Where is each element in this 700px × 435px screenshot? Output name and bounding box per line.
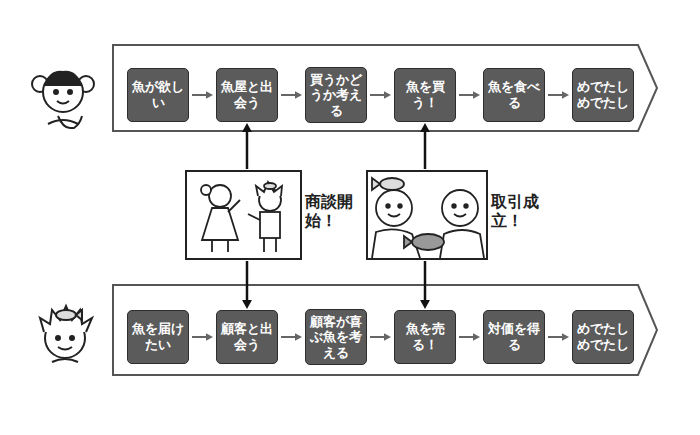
- step-label: 魚を売る！: [399, 321, 451, 352]
- flow-band: [113, 45, 657, 131]
- stage-caption: 取引成立！: [491, 192, 541, 230]
- stage-caption: 商談開始！: [305, 192, 355, 230]
- boy-icon: [40, 306, 92, 362]
- flow-arrow: [192, 333, 213, 341]
- flow-band: [113, 285, 657, 375]
- process-box: 対価を得る: [483, 310, 545, 364]
- flow-arrow: [192, 91, 213, 99]
- deal-illustration: [372, 178, 484, 258]
- flow-arrow: [281, 333, 302, 341]
- process-box: 顧客が喜ぶ魚を考える: [305, 309, 367, 366]
- step-label: 顧客と出会う: [221, 321, 273, 352]
- flow-arrow: [459, 333, 480, 341]
- step-label: 対価を得る: [488, 321, 540, 352]
- process-box: 魚が欲しい: [127, 68, 189, 122]
- flow-arrow: [459, 91, 480, 99]
- flow-arrow: [420, 123, 430, 169]
- flow-arrow: [242, 123, 252, 169]
- process-box: 魚を食べる: [483, 68, 545, 122]
- step-label: めでたしめでたし: [577, 321, 629, 352]
- step-label: 買うかどうか考える: [310, 72, 362, 119]
- process-box: 魚を買う！: [394, 68, 456, 122]
- process-box: めでたしめでたし: [572, 310, 634, 364]
- illustration-frame: 商談開始！: [185, 170, 302, 260]
- step-label: 魚を食べる: [488, 79, 540, 110]
- process-box: 魚を売る！: [394, 310, 456, 364]
- flow-arrow: [370, 91, 391, 99]
- meeting-illustration: [201, 182, 282, 252]
- flow-arrow: [281, 91, 302, 99]
- step-label: めでたしめでたし: [577, 79, 629, 110]
- flow-arrow: [548, 333, 569, 341]
- process-box: 顧客と出会う: [216, 310, 278, 364]
- process-box: 魚屋と出会う: [216, 68, 278, 122]
- flow-arrow: [420, 261, 430, 309]
- process-box: 買うかどうか考える: [305, 67, 367, 124]
- flow-arrow: [242, 261, 252, 309]
- illustration-frame: 取引成立！: [366, 170, 488, 260]
- step-label: 顧客が喜ぶ魚を考える: [310, 314, 362, 361]
- step-label: 魚屋と出会う: [221, 79, 273, 110]
- flow-arrow: [370, 333, 391, 341]
- flow-arrow: [548, 91, 569, 99]
- girl-icon: [32, 72, 94, 128]
- process-box: めでたしめでたし: [572, 68, 634, 122]
- process-box: 魚を届けたい: [127, 310, 189, 364]
- step-label: 魚を買う！: [399, 79, 451, 110]
- step-label: 魚が欲しい: [132, 79, 184, 110]
- step-label: 魚を届けたい: [132, 321, 184, 352]
